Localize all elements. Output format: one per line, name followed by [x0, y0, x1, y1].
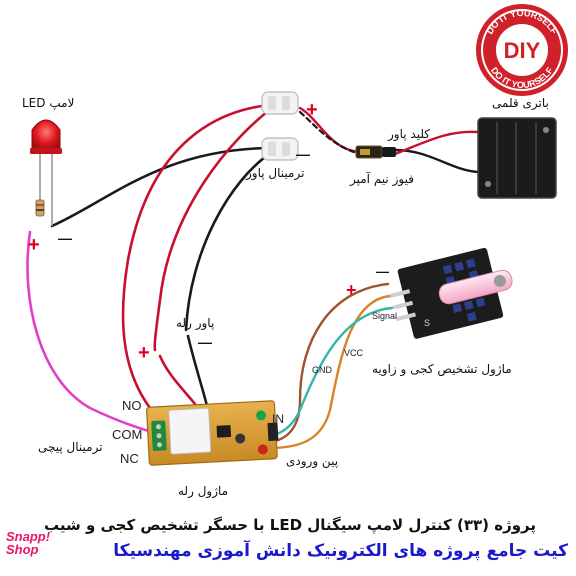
label-power-terminal: ترمینال پاور	[246, 166, 305, 180]
relay-pin-nc: NC	[120, 451, 139, 466]
sensor-gnd-wire	[268, 282, 390, 444]
snappshop-line2: Shop	[6, 542, 39, 557]
polarity-plus-sensor: +	[346, 280, 357, 300]
wires	[26, 103, 480, 450]
label-screw-terminal: ترمینال پیچی	[38, 440, 103, 454]
sensor-pin-gnd: GND	[312, 365, 332, 375]
snappshop-watermark: Snapp! Shop	[6, 530, 50, 556]
led-lamp	[30, 119, 62, 226]
snappshop-line1: Snapp!	[6, 529, 51, 544]
tilt-sensor-module	[389, 247, 513, 339]
label-relay-module: ماژول رله	[178, 484, 229, 498]
battery-black-wire	[393, 148, 480, 174]
sensor-pin-vcc: VCC	[344, 348, 364, 358]
lamp-pink-wire	[26, 230, 154, 434]
terminal-black-wire	[184, 150, 274, 332]
relay-pin-in: IN	[272, 412, 284, 426]
polarity-minus-terminal: —	[296, 146, 310, 162]
label-power-switch: کلید پاور	[388, 127, 431, 141]
caption-subtitle: کیت جامع پروژه های الکترونیک دانش آموزی …	[113, 541, 568, 561]
label-fuse: فیوز نیم آمپر	[350, 172, 414, 186]
terminal-red-wire-2	[153, 106, 274, 352]
polarity-plus-relay: +	[138, 342, 150, 364]
sensor-pin-signal: Signal	[372, 311, 398, 321]
caption-title: پروژه (۳۳) کنترل لامپ سیگنال LED با حسگر…	[43, 516, 536, 534]
relay-module-board	[146, 400, 279, 466]
label-input-pins: پین ورودی	[286, 454, 339, 468]
battery-holder	[477, 117, 557, 199]
polarity-plus-terminal: +	[306, 99, 318, 121]
power-terminal	[261, 91, 299, 161]
polarity-minus-relay: —	[198, 334, 212, 350]
relay-pin-com: COM	[112, 427, 143, 442]
label-tilt-module: ماژول تشخیص کجی و زاویه	[372, 362, 512, 376]
battery-red-wire	[393, 130, 480, 156]
switch-wire-black	[298, 110, 362, 156]
terminal-red-wire-1	[121, 103, 272, 410]
polarity-minus-lamp: —	[58, 230, 72, 246]
sensor-pin-s: S	[424, 318, 431, 328]
label-relay-power: پاور رله	[176, 316, 215, 330]
diy-logo: DIY DO IT YOURSELF DO IT YOURSELF	[476, 4, 568, 96]
sensor-vcc-wire	[268, 294, 392, 450]
fuse-and-switch	[355, 145, 396, 159]
lamp-black-wire	[50, 146, 270, 228]
polarity-plus-lamp: +	[28, 234, 40, 256]
polarity-minus-sensor: —	[376, 264, 389, 279]
diy-logo-center: DIY	[504, 38, 541, 63]
sensor-signal-wire	[268, 306, 394, 438]
label-led-lamp: لامپ LED	[22, 96, 75, 110]
label-battery: باتری قلمی	[492, 96, 549, 110]
relay-pin-no: NO	[122, 398, 142, 413]
